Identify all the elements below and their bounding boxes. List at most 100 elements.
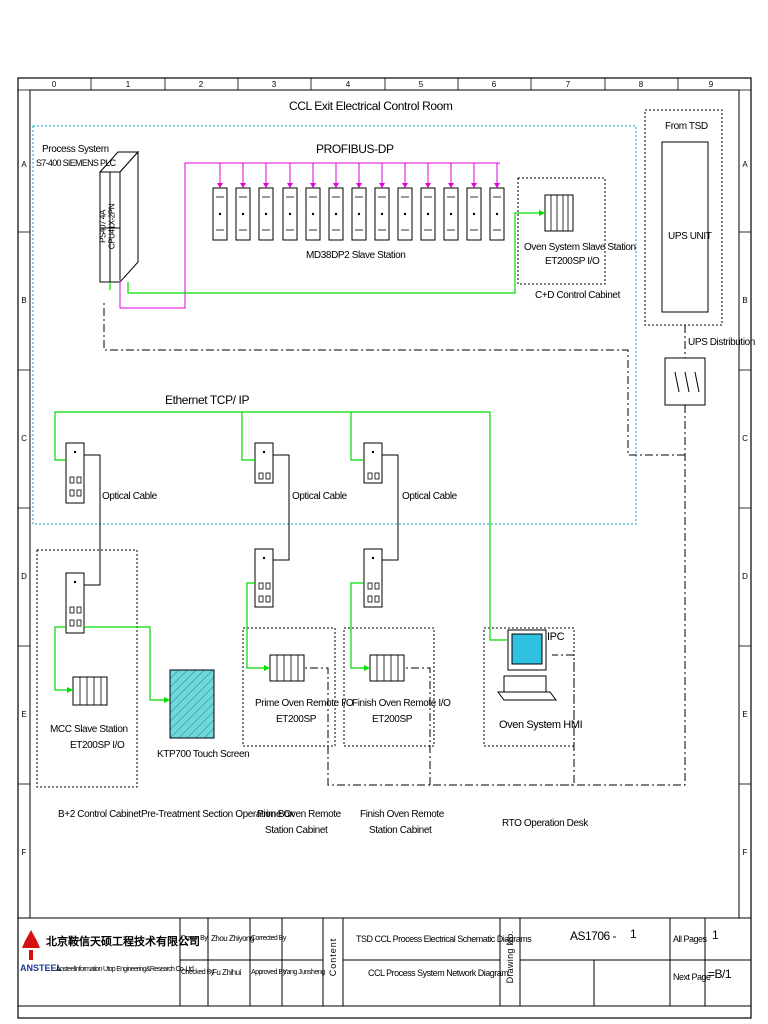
row-ruler (18, 231, 751, 785)
row-letter: E (21, 710, 27, 719)
column-number: 0 (51, 80, 57, 89)
all-pages-value: 1 (712, 928, 719, 942)
mcc-label: ET200SP I/O (70, 740, 125, 751)
finish-remote-label: Finish Oven Remote I/O (352, 698, 451, 709)
b2-cabinet-box (36, 549, 138, 788)
md38dp2-label: MD38DP2 Slave Station (306, 250, 406, 261)
ups-unit-label: UPS UNIT (668, 231, 712, 242)
md38dp2-led-dots (218, 212, 499, 216)
mcc-label: MCC Slave Station (50, 724, 128, 735)
ethernet-wiring (54, 212, 545, 701)
profibus-arrowheads (217, 183, 500, 188)
outer-frame (17, 77, 752, 1019)
switch-leds (73, 450, 375, 584)
io-module-ribs (79, 195, 569, 705)
column-number: 5 (418, 80, 424, 89)
optical-cable-label: Optical Cable (102, 491, 157, 502)
row-letter: C (21, 434, 27, 443)
next-page-label: Next Page (673, 972, 711, 982)
drawing-number: AS1706 - (570, 929, 617, 943)
cd-control-cabinet-box (517, 177, 606, 285)
control-room-boundary (32, 125, 637, 525)
column-number: 7 (565, 80, 571, 89)
column-number: 6 (491, 80, 497, 89)
finish-cabinet-label: Finish Oven Remote (360, 809, 444, 820)
ups-unit-box (661, 141, 709, 313)
column-number: 3 (271, 80, 277, 89)
cabinet-boundaries (36, 109, 723, 788)
column-ruler (18, 78, 751, 91)
column-number: 2 (198, 80, 204, 89)
finish-cabinet-box (343, 627, 435, 747)
room-title: CCL Exit Electrical Control Room (289, 99, 453, 113)
ktp700-label: KTP700 Touch Screen (157, 749, 250, 760)
drawing-title-2: CCL Process System Network Diagram (368, 968, 509, 978)
prime-cabinet-label: Station Cabinet (265, 825, 328, 836)
finish-cabinet-label: Station Cabinet (369, 825, 432, 836)
hmi-label: Oven System HMI (499, 719, 583, 731)
checked-by-label: Checked By (181, 969, 214, 976)
profibus-label: PROFIBUS-DP (316, 142, 394, 156)
prime-remote-label: ET200SP (276, 714, 317, 725)
column-number: 1 (125, 80, 131, 89)
prime-remote-label: Prime Oven Remote I/O (255, 698, 354, 709)
ups-power-lines (103, 300, 686, 786)
next-page-value: =B/1 (708, 967, 732, 981)
ipc-computer (497, 629, 557, 701)
row-letter: C (742, 434, 748, 443)
from-tsd-label: From TSD (665, 121, 708, 132)
column-number: 4 (345, 80, 351, 89)
row-letter: A (742, 160, 748, 169)
pretreatment-label: Pre-Treatment Section Operation Box (141, 809, 294, 820)
drawn-by-value: Zhou Zhiyong (211, 934, 254, 943)
prime-cabinet-label: Prime Oven Remote (257, 809, 341, 820)
optical-cable-label: Optical Cable (292, 491, 347, 502)
column-number: 8 (638, 80, 644, 89)
drawing-sheet-number: 1 (630, 927, 637, 941)
switch-ports (69, 472, 380, 627)
ups-distribution-switches (664, 357, 706, 406)
optical-cables (84, 454, 399, 586)
company-name-cn: 北京鞍信天硕工程技术有限公司 (46, 936, 200, 948)
profibus-bus (119, 162, 500, 309)
checked-by-value: Fu Zhihui (212, 968, 241, 977)
ipc-label: IPC (547, 631, 565, 643)
approved-by-label: Approved By (251, 969, 286, 976)
row-letter: D (742, 572, 748, 581)
ansteel-logo-text: ANSTEEL (20, 963, 63, 973)
ansteel-logo-mark (22, 930, 40, 960)
cd-cabinet-label: C+D Control Cabinet (535, 290, 620, 301)
row-letter: A (21, 160, 27, 169)
b2-cabinet-label: B+2 Control Cabinet (58, 809, 141, 820)
ethernet-label: Ethernet TCP/ IP (165, 393, 250, 407)
row-letter: F (742, 848, 748, 857)
row-letter: D (21, 572, 27, 581)
content-label: Content (328, 937, 338, 977)
ups-distribution-label: UPS Distribution (688, 337, 755, 348)
prime-cabinet-box (242, 627, 336, 747)
finish-remote-label: ET200SP (372, 714, 413, 725)
oven-slave-label: Oven System Slave Station (524, 242, 636, 253)
company-name-en: AnsteelInformation Utop Engineering&Rese… (56, 966, 194, 973)
row-letter: E (742, 710, 748, 719)
optical-cable-label: Optical Cable (402, 491, 457, 502)
ktp700-touch-screen (169, 669, 215, 739)
row-letter: F (21, 848, 27, 857)
row-letter: B (21, 296, 27, 305)
plc-label: Process System (42, 144, 109, 155)
oven-slave-label: ET200SP I/O (545, 256, 600, 267)
approved-by-value: Yang Junsheng (283, 969, 325, 976)
column-number: 9 (708, 80, 714, 89)
rto-label: RTO Operation Desk (502, 818, 588, 829)
drawn-by-label: Drawn By (181, 935, 208, 942)
ethernet-arrowheads (67, 210, 545, 703)
drawing-no-label: Drawing No. (505, 930, 515, 984)
all-pages-label: All Pages (673, 934, 707, 944)
tsd-ups-box (644, 109, 723, 326)
corrected-by-label: Corrected By (251, 935, 286, 942)
md38dp2-station-details (216, 196, 501, 231)
row-letter: B (742, 296, 748, 305)
plc-label: S7-400 SIEMENS PLC (36, 158, 116, 168)
